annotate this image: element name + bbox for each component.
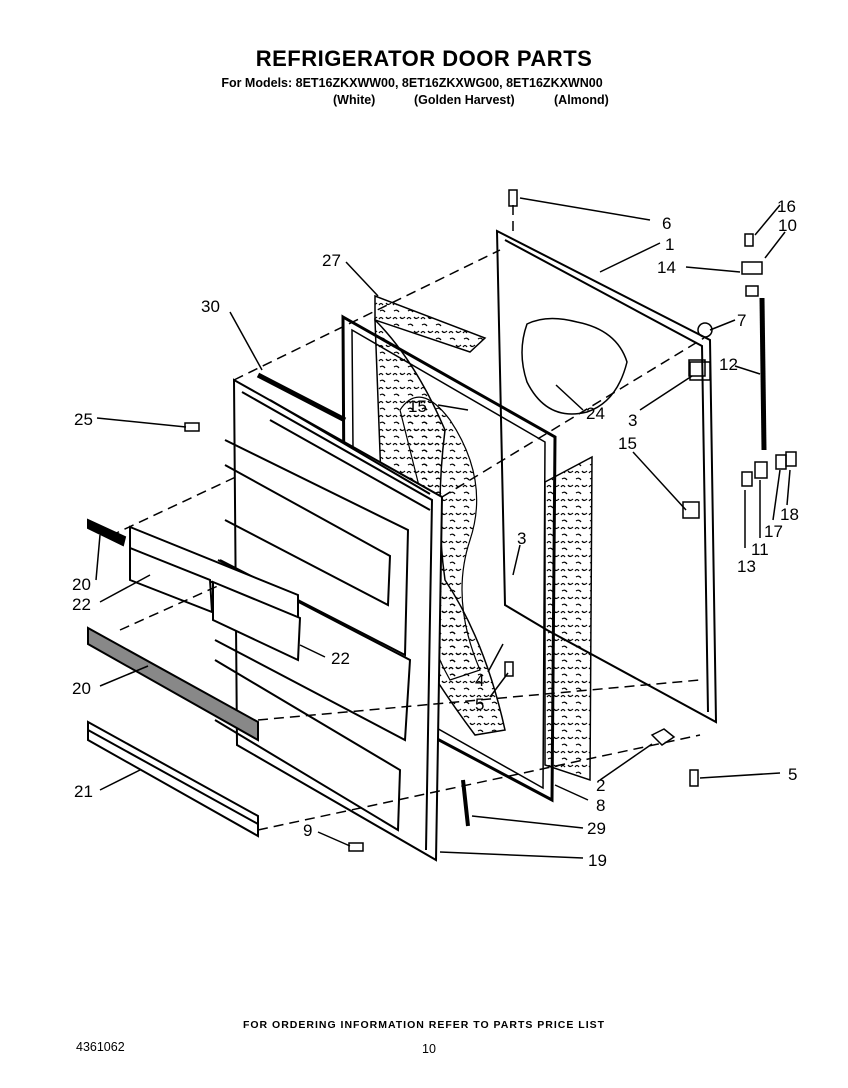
ordering-note: FOR ORDERING INFORMATION REFER TO PARTS … [242, 1019, 606, 1031]
callout-5: 5 [788, 765, 797, 784]
callout-24: 24 [586, 404, 605, 423]
trim-strip [256, 372, 347, 423]
callout-22: 22 [72, 595, 91, 614]
callout-15: 15 [408, 397, 427, 416]
callout-27: 27 [322, 251, 341, 270]
callout-4: 4 [475, 671, 484, 690]
leader-lines [95, 197, 791, 859]
callout-1: 1 [665, 235, 674, 254]
callout-14: 14 [657, 258, 676, 277]
callout-13: 13 [737, 557, 756, 576]
callout-19: 19 [588, 851, 607, 870]
callout-17: 17 [764, 522, 783, 541]
outer-door-panel [495, 229, 718, 724]
variant-white: (White) [333, 93, 376, 107]
callout-3b: 3 [517, 529, 526, 548]
callout-18: 18 [780, 505, 799, 524]
callout-12: 12 [719, 355, 738, 374]
callout-8: 8 [596, 796, 605, 815]
callout-3: 3 [628, 411, 637, 430]
callout-11: 11 [751, 540, 769, 559]
callout-16: 16 [777, 197, 796, 216]
callout-7: 7 [737, 311, 746, 330]
variant-almond: (Almond) [554, 93, 609, 107]
callout-15b: 15 [618, 434, 637, 453]
callout-labels: 1 2 3 3 4 5 5 6 7 8 9 10 11 12 13 14 15 … [72, 197, 799, 870]
callout-22b: 22 [331, 649, 350, 668]
callout-21: 21 [74, 782, 93, 801]
gasket-strip [461, 779, 470, 827]
callout-5b: 5 [475, 695, 484, 714]
hinge-hardware [650, 261, 797, 746]
page-number: 10 [422, 1042, 436, 1056]
callout-6: 6 [662, 214, 671, 233]
callout-10: 10 [778, 216, 797, 235]
callout-20: 20 [72, 575, 91, 594]
callout-20b: 20 [72, 679, 91, 698]
alignment-lines [109, 205, 705, 831]
document-number: 4361062 [76, 1040, 125, 1054]
callout-9: 9 [303, 821, 312, 840]
callout-2: 2 [596, 776, 605, 795]
callout-25: 25 [74, 410, 93, 429]
callout-30: 30 [201, 297, 220, 316]
door-shelves [87, 518, 302, 838]
page-title: REFRIGERATOR DOOR PARTS [255, 46, 593, 71]
model-numbers: For Models: 8ET16ZKXWW00, 8ET16ZKXWG00, … [221, 76, 603, 90]
callout-29: 29 [587, 819, 606, 838]
variant-golden-harvest: (Golden Harvest) [414, 93, 515, 107]
